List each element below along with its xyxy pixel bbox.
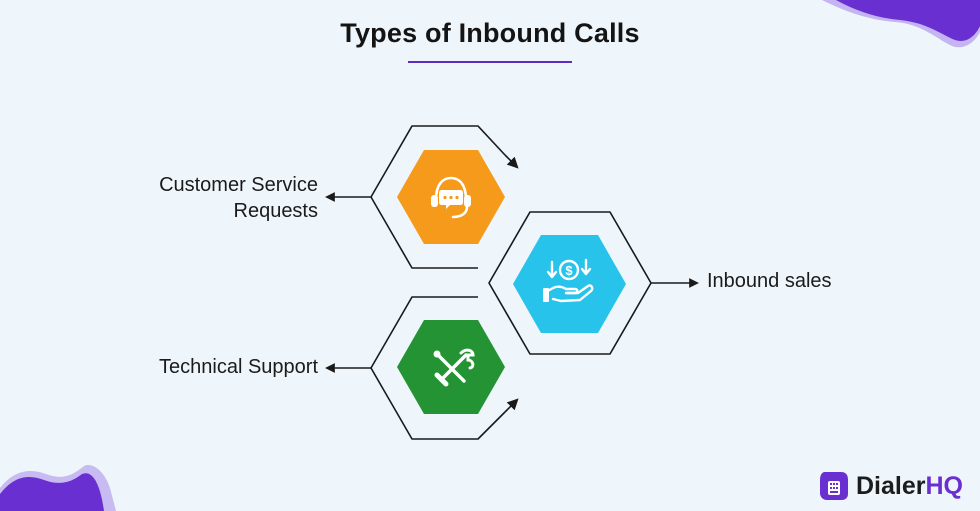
customer-service-hex-outline bbox=[370, 125, 506, 269]
brand-wordmark: DialerHQ bbox=[856, 472, 963, 501]
customer-service-label-line2: Requests bbox=[233, 200, 319, 222]
customer-service-outline-arrow bbox=[504, 154, 519, 169]
technical-support-outline-arrow bbox=[504, 398, 519, 413]
brand-name: Dialer bbox=[856, 471, 926, 500]
customer-service-label-line1: Customer Service bbox=[159, 174, 318, 196]
headset-chat-icon bbox=[431, 176, 471, 219]
brand-accent: HQ bbox=[925, 471, 963, 500]
customer-service-label: Customer Service Requests bbox=[98, 172, 318, 224]
inbound-sales-hex-outline bbox=[488, 211, 652, 355]
inbound-sales-hexagon bbox=[513, 235, 626, 333]
inbound-sales-label: Inbound sales bbox=[707, 270, 832, 292]
technical-support-hex-outline bbox=[370, 296, 506, 440]
technical-support-label: Technical Support bbox=[159, 356, 318, 378]
title-underline bbox=[408, 61, 572, 63]
wrench-screwdriver-icon bbox=[433, 348, 475, 387]
page-title: Types of Inbound Calls bbox=[340, 18, 640, 48]
dialer-phone-logo-icon bbox=[820, 472, 848, 500]
dialerhq-logo: DialerHQ bbox=[818, 470, 963, 502]
svg-text:$: $ bbox=[565, 263, 573, 278]
hand-dollar-icon: $ bbox=[543, 258, 594, 303]
